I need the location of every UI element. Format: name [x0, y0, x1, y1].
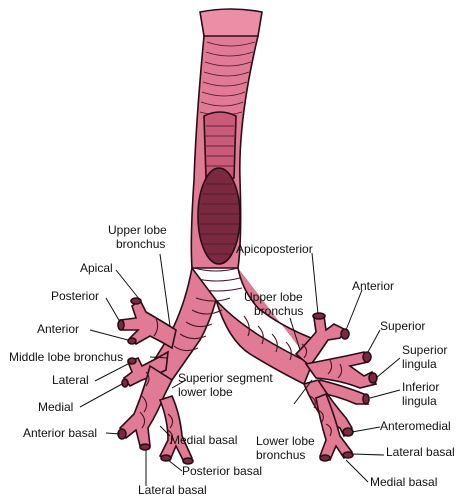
label-posterior: Posterior — [51, 289, 99, 303]
anteromedial-opening — [343, 428, 353, 436]
leader-inferior-lingula — [370, 390, 400, 398]
label-superior: Superior — [380, 319, 425, 333]
label-anterior-right: Anterior — [352, 279, 394, 293]
label-posterior-basal: Posterior basal — [182, 464, 262, 478]
label-superior-segment-1: Superior segment — [178, 371, 273, 385]
lateral-basal-opening — [140, 444, 150, 450]
label-upper-lobe-bronchus-left-2: bronchus — [116, 237, 165, 251]
leader-anteromedial — [352, 427, 380, 432]
leader-anterior-right — [346, 290, 362, 330]
leader-apicoposterior — [312, 253, 318, 314]
anterior-right-opening — [341, 329, 349, 339]
label-superior-segment-2: lower lobe — [178, 385, 233, 399]
lateral-segment-opening — [128, 358, 136, 364]
leader-medial-basal-right — [346, 460, 368, 482]
label-superior-lingula-1: Superior — [402, 343, 447, 357]
label-medial-basal-right: Medial basal — [370, 475, 437, 489]
medial-basal-right-opening — [343, 452, 353, 458]
trachea-lumen — [198, 168, 240, 264]
label-apical: Apical — [80, 261, 113, 275]
apicoposterior-opening — [313, 313, 325, 319]
label-lateral-basal-right: Lateral basal — [386, 445, 455, 459]
label-lateral: Lateral — [52, 373, 89, 387]
right-main-bronchus — [216, 268, 316, 384]
inferior-lingula-opening — [363, 394, 369, 404]
larynx-top — [200, 9, 262, 39]
label-apicoposterior: Apicoposterior — [236, 242, 313, 256]
anterior-segment-opening — [128, 338, 136, 344]
label-upper-lobe-bronchus-left-1: Upper lobe — [108, 223, 167, 237]
leader-medial — [80, 384, 122, 407]
label-lateral-basal-left: Lateral basal — [138, 483, 207, 497]
leader-posterior-basal — [168, 460, 182, 471]
medial-segment-opening — [122, 379, 128, 387]
label-inferior-lingula-2: lingula — [402, 394, 437, 408]
label-medial: Medial — [38, 400, 73, 414]
left-lower-lobe-branch-2 — [160, 396, 192, 462]
leader-posterior — [106, 298, 120, 322]
leader-superior — [368, 330, 380, 352]
leader-superior-lingula — [376, 358, 400, 378]
superior-lingula-opening — [369, 373, 377, 383]
label-superior-lingula-2: lingula — [402, 357, 437, 371]
lateral-basal-right-opening — [320, 455, 330, 461]
superior-opening — [363, 352, 371, 362]
label-anterior-basal: Anterior basal — [23, 426, 97, 440]
leader-upper-lobe-left — [160, 254, 170, 326]
label-middle-lobe-bronchus: Middle lobe bronchus — [9, 350, 123, 364]
label-upper-lobe-bronchus-right-1: Upper lobe — [244, 290, 303, 304]
label-medial-basal-left: Medial basal — [170, 433, 237, 447]
main-bronchi — [150, 268, 316, 384]
label-inferior-lingula-1: Inferior — [402, 380, 439, 394]
label-lower-lobe-bronchus-2: bronchus — [256, 448, 305, 462]
label-lower-lobe-bronchus-1: Lower lobe — [256, 434, 315, 448]
label-anterior-left: Anterior — [37, 322, 79, 336]
posterior-basal-opening — [161, 455, 171, 461]
leader-anterior-left — [90, 330, 128, 340]
leader-lateral — [95, 364, 128, 381]
leader-apical — [116, 270, 140, 300]
leader-lateral-basal-right — [352, 454, 384, 455]
label-upper-lobe-bronchus-right-2: bronchus — [254, 304, 303, 318]
posterior-segment-opening — [118, 320, 124, 330]
label-anteromedial: Anteromedial — [380, 419, 451, 433]
